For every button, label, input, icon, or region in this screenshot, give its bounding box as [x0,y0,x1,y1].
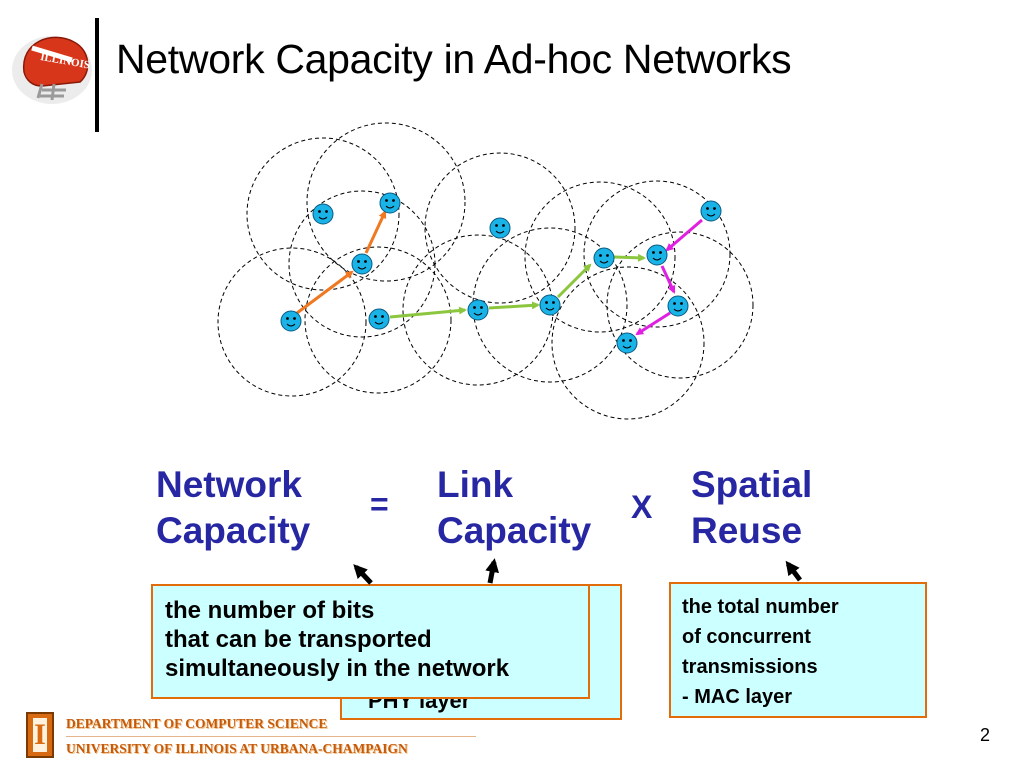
range-circle [217,247,367,397]
arrow-to-spatial-reuse [785,560,802,582]
link-capacity-term: Link Capacity [437,462,591,554]
footer-rule [66,736,476,737]
note-line: the number of bits [165,597,375,624]
route-hop-green [389,306,467,319]
route-hop-magenta [635,311,671,336]
smiley-face-icon [700,200,722,222]
smiley-face-icon [351,253,373,275]
range-circle [551,266,705,420]
arrow-to-link-capacity [485,558,500,584]
term-line: Link [437,464,514,505]
spatial-reuse-note: the total number of concurrent transmiss… [669,582,927,718]
route-hop-magenta [665,218,703,252]
footer-department: DEPARTMENT OF COMPUTER SCIENCE [66,716,328,731]
slide-title: Network Capacity in Ad-hoc Networks [116,36,792,82]
range-circle [306,122,466,282]
range-circle [583,180,731,328]
smiley-face-icon [646,244,668,266]
smiley-face-icon [593,247,615,269]
route-hop-green [613,253,646,262]
term-line: Network [156,464,302,505]
route-hop-green [488,301,540,310]
range-circle [288,190,436,338]
smiley-face-icon [489,217,511,239]
term-line: Reuse [691,510,803,551]
equals-sign: = [370,486,389,522]
network-capacity-note: the number of bits that can be transport… [151,584,590,699]
term-line: Capacity [437,510,592,551]
smiley-face-icon [539,294,561,316]
route-hop-orange [364,210,387,254]
spatial-reuse-term: Spatial Reuse [691,462,812,554]
illini-helmet-icon: ILLINOIS [12,36,92,104]
route-hop-magenta [660,265,676,294]
smiley-face-icon [368,308,390,330]
smiley-face-icon [667,295,689,317]
smiley-face-icon [616,332,638,354]
note-line: transmissions [682,656,818,678]
page-number: 2 [980,725,991,745]
footer-university: UNIVERSITY OF ILLINOIS AT URBANA-CHAMPAI… [66,741,408,756]
term-line: Spatial [691,464,813,505]
range-circle [246,137,400,291]
arrow-to-network-capacity [353,564,373,585]
note-line: simultaneously in the network [165,655,510,682]
note-line: the total number [682,596,839,618]
smiley-face-icon [379,192,401,214]
title-rule [95,18,99,132]
range-circle [524,181,676,333]
smiley-face-icon [280,310,302,332]
nodes [280,192,722,354]
network-capacity-term: Network Capacity [156,462,310,554]
note-line: of concurrent [682,626,811,648]
note-line: that can be transported [165,626,432,653]
note-line: - MAC layer [682,686,793,708]
times-sign: X [631,489,653,525]
route-hop-green [556,263,592,299]
range-circle [606,231,754,379]
range-circle [424,152,576,304]
smiley-face-icon [312,203,334,225]
range-circle [304,246,452,394]
block-i-icon: I [26,712,54,758]
route-hop-orange [296,270,354,315]
term-line: Capacity [156,510,311,551]
smiley-face-icon [467,299,489,321]
